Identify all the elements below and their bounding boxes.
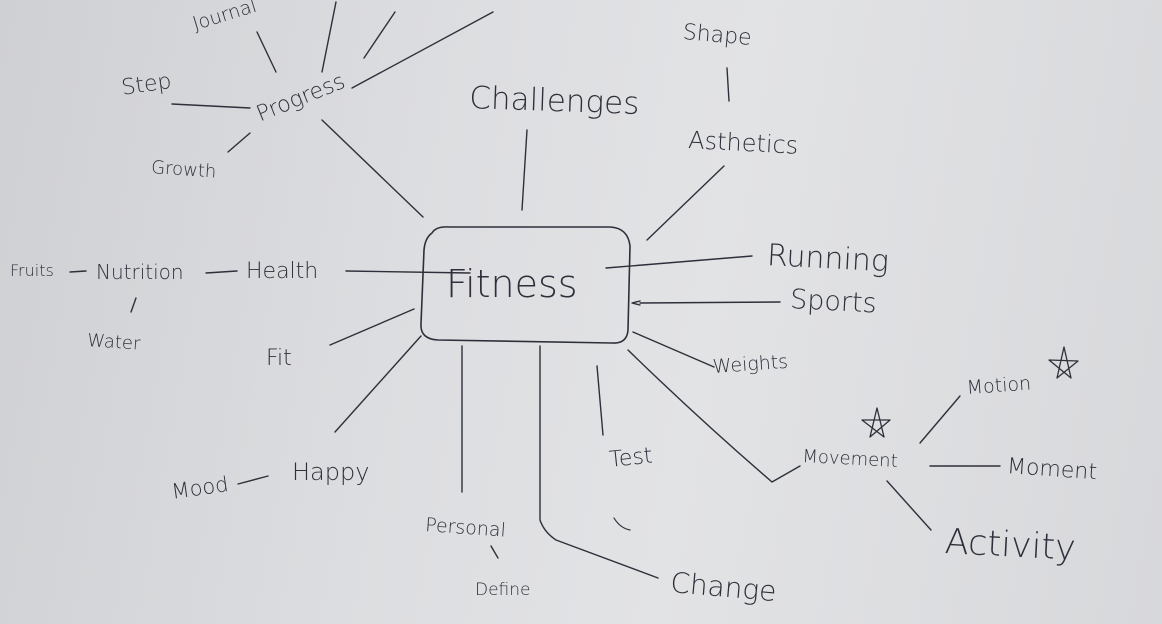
- node-fruits: Fruits: [10, 261, 54, 280]
- node-sports: Sports: [789, 284, 878, 320]
- node-define: Define: [475, 580, 531, 600]
- line-movement-activity: [886, 480, 932, 531]
- line-personal-define: [490, 545, 499, 559]
- line-challenges-fitness: [521, 129, 528, 211]
- node-activity: Activity: [943, 522, 1077, 569]
- star-icon: [1048, 346, 1079, 379]
- line-progress-up-1: [321, 1, 337, 73]
- stray-mark: [613, 517, 631, 531]
- line-test-fitness: [596, 365, 604, 436]
- star-icon: [861, 407, 891, 438]
- line-step-progress: [171, 103, 251, 109]
- node-central: Fitness: [446, 262, 578, 306]
- line-nutrition-health: [205, 270, 238, 274]
- node-health: Health: [246, 259, 319, 284]
- node-fit: Fit: [266, 346, 292, 371]
- node-running: Running: [766, 238, 890, 280]
- line-fit-fitness: [329, 308, 415, 346]
- line-mood-happy: [237, 475, 269, 485]
- line-weights-fitness: [632, 331, 715, 368]
- line-health-fitness: [345, 270, 471, 274]
- line-journal-progress: [256, 31, 277, 73]
- line-progress-fitness: [321, 119, 424, 218]
- line-sports-fitness: [631, 300, 781, 306]
- node-challenges: Challenges: [468, 80, 640, 122]
- line-nutrition-water: [130, 297, 137, 313]
- central-box: [420, 226, 631, 344]
- node-growth: Growth: [150, 157, 217, 183]
- line-progress-up-3: [351, 11, 494, 89]
- line-fruits-nutrition: [69, 270, 87, 273]
- line-movement-motion: [919, 395, 961, 444]
- node-nutrition: Nutrition: [96, 260, 184, 284]
- line-change-fitness: [539, 345, 659, 579]
- line-progress-up-2: [363, 11, 396, 59]
- node-asthetics: Asthetics: [687, 126, 799, 160]
- line-running-fitness: [605, 255, 753, 269]
- line-movement-fitness: [627, 349, 801, 483]
- node-motion: Motion: [966, 372, 1032, 399]
- line-asthetics-fitness: [646, 165, 725, 241]
- line-growth-progress: [227, 132, 251, 153]
- line-shape-asthetics: [726, 67, 730, 102]
- line-happy-fitness: [334, 335, 422, 433]
- node-test: Test: [608, 443, 654, 473]
- node-happy: Happy: [292, 458, 370, 486]
- node-water: Water: [86, 330, 142, 355]
